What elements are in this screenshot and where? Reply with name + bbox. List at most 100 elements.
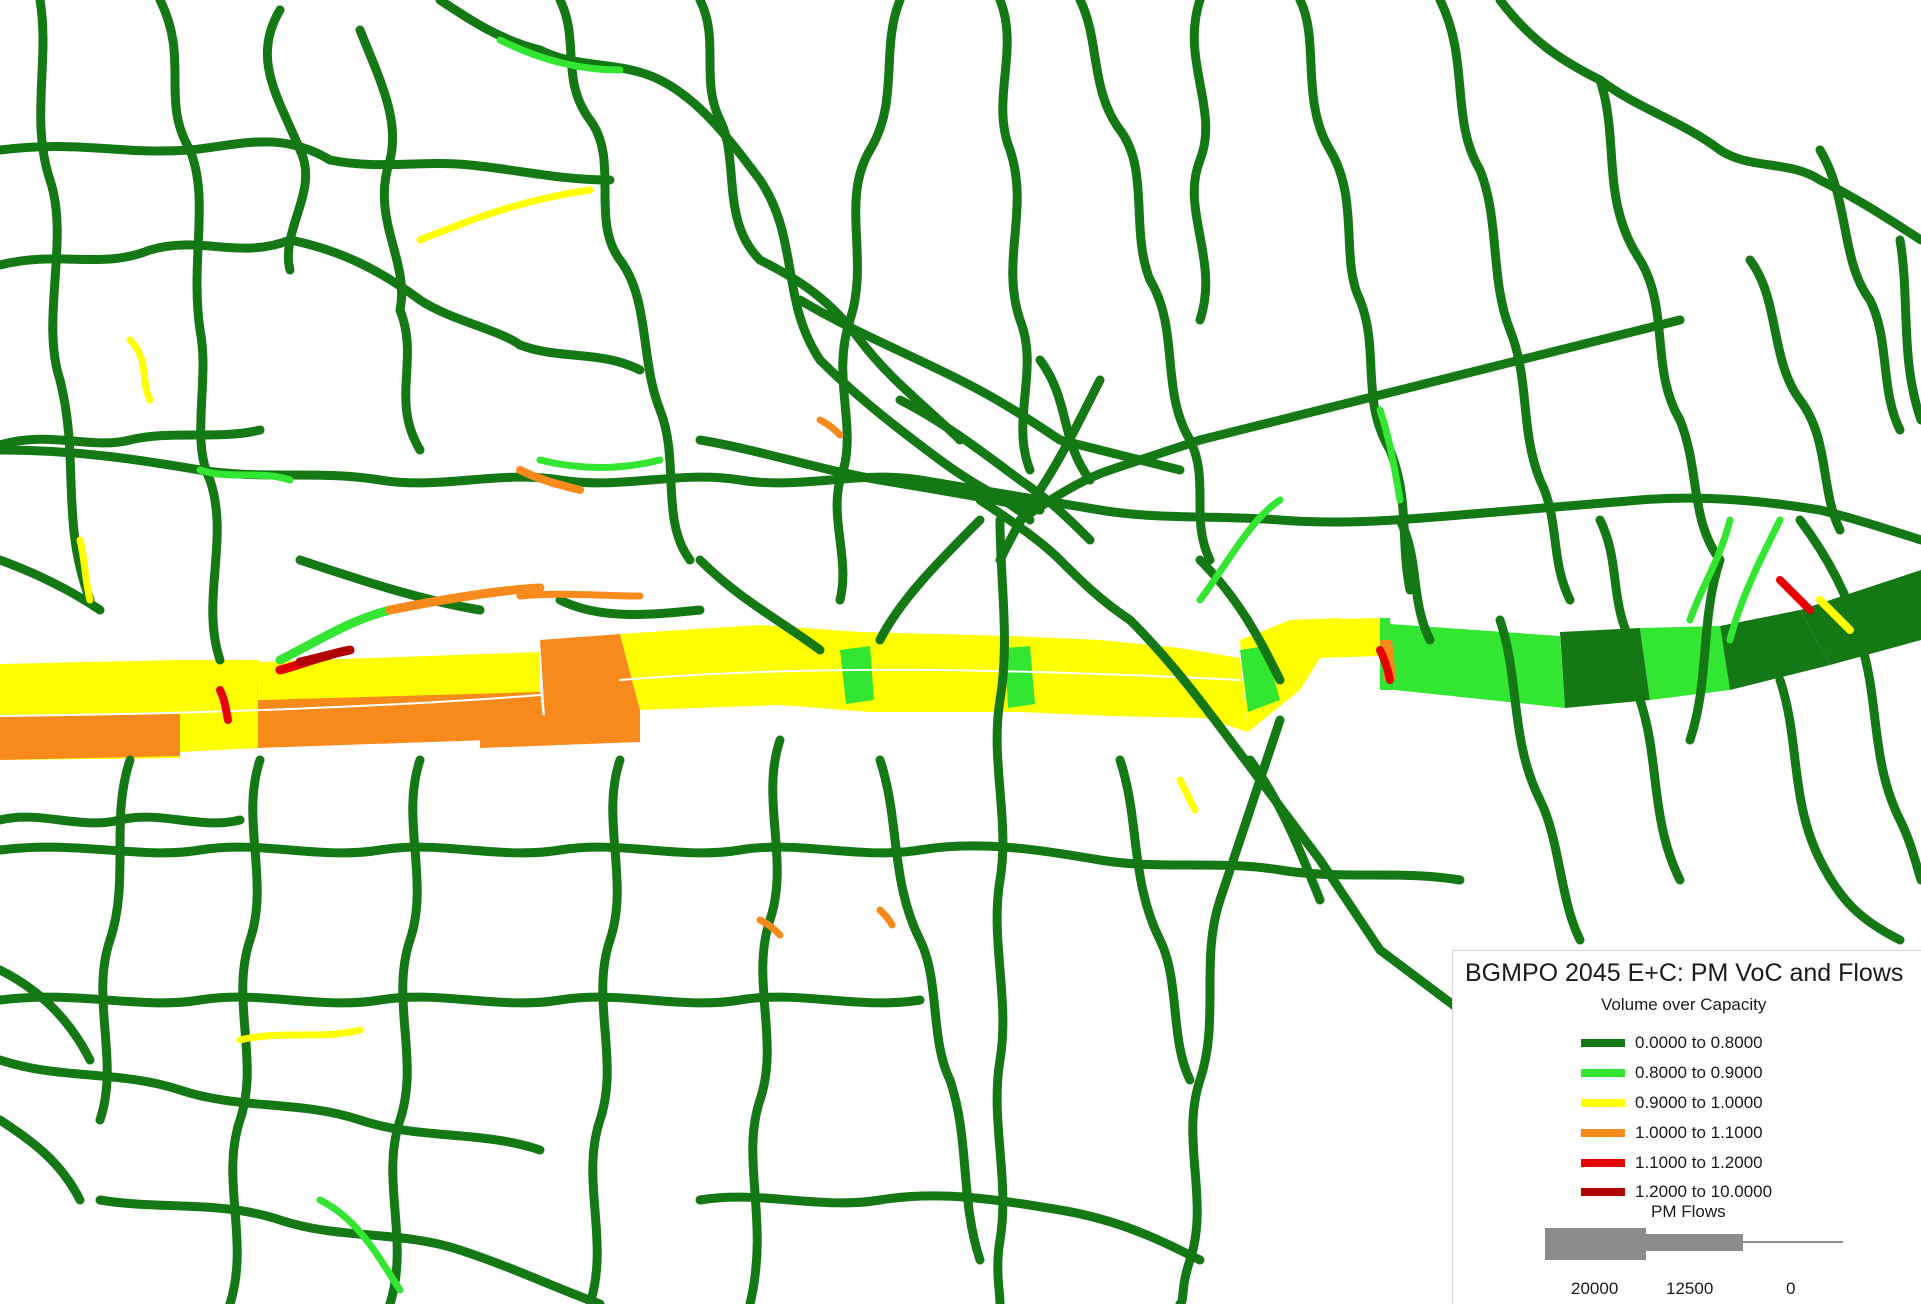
legend-item: 1.2000 to 10.0000 [1581,1180,1772,1204]
road-segment [995,0,1025,325]
road-segment [1495,615,1585,945]
corridor-segment [1180,648,1248,732]
road-segment [0,965,95,1065]
legend-label: 0.8000 to 0.9000 [1635,1063,1763,1082]
road-segment [1815,505,1921,545]
road-segment [992,875,1008,1245]
road-segment [876,906,896,929]
road-segment [875,755,955,1085]
road-segment [1196,496,1284,604]
road-segment [35,0,65,385]
road-segment [1176,776,1199,814]
corridor-segment [1640,626,1730,700]
road-segment [0,1055,185,1095]
road-segment [1295,0,1365,305]
corridor-segment [540,634,640,718]
corridor-segment [258,690,545,748]
road-segment [755,735,785,1105]
road-segment [1795,515,1865,645]
road-segment [1189,0,1211,325]
road-segment [1635,695,1685,885]
road-segment [1055,1205,1205,1265]
road-segment [385,583,545,615]
road-segment [1685,555,1725,745]
map-legend: BGMPO 2045 E+C: PM VoC and Flows Volume … [1452,950,1921,1304]
road-segment [76,536,94,604]
road-segment [945,1075,985,1265]
road-segment [615,255,695,565]
flows-title: PM Flows [1651,1202,1726,1221]
legend-item: 0.0000 to 0.8000 [1581,1031,1763,1055]
road-segment [0,842,385,858]
road-segment [375,472,745,488]
legend-title: BGMPO 2045 E+C: PM VoC and Flows [1465,959,1904,987]
corridor-segment [620,625,780,710]
road-segment [1595,75,1685,425]
road-segment [735,992,925,1008]
road-segment [0,235,295,270]
road-segment [1095,855,1465,885]
corridor-segment [760,625,870,712]
road-segment [1376,646,1394,684]
road-segment [375,992,745,1008]
road-segment [236,1026,364,1044]
corridor-segment [1005,646,1035,708]
road-segment [1125,615,1325,865]
road-segment [295,645,355,667]
road-segment [55,375,95,605]
road-segment [1175,1075,1205,1304]
road-segment [745,1095,765,1304]
road-segment [875,515,985,645]
road-segment [555,595,705,619]
flow-width-bar [1545,1228,1843,1260]
road-segment [1355,295,1415,595]
road-segment [235,755,265,1125]
road-segment [1055,435,1185,475]
road-segment [435,0,665,85]
legend-swatch [1581,1129,1625,1137]
road-segment [795,295,1065,445]
corridor-segment [860,632,1020,712]
road-segment [975,495,1135,625]
corridor-segment [840,646,874,704]
road-segment [585,1115,605,1304]
corridor-segment [1010,636,1110,716]
legend-swatch [1581,1099,1625,1107]
road-segment [0,992,385,1008]
road-segment [536,456,664,471]
road-segment [1776,576,1814,614]
road-segment [1195,715,1285,1085]
road-segment [1686,516,1734,624]
legend-item: 0.8000 to 0.9000 [1581,1061,1763,1085]
corridor-segment [1390,624,1565,708]
road-segment [995,375,1105,565]
road-segment [375,842,745,858]
corridor-segment [1240,646,1280,712]
road-segment [595,755,625,1125]
road-segment [1715,145,1921,245]
corridor-segment [1720,610,1830,690]
flow-tick: 20000 [1571,1279,1619,1298]
road-segment [845,0,905,325]
road-segment [695,0,765,265]
road-segment [1315,345,1565,415]
road-segment [1775,675,1905,945]
road-segment [695,435,1045,515]
flow-width-scale [1545,1228,1843,1260]
road-segment [1675,415,1725,565]
legend-label: 1.2000 to 10.0000 [1635,1182,1773,1201]
road-segment [275,605,395,665]
road-segment [285,235,525,350]
legend-swatch [1581,1069,1625,1077]
legend-label: 1.0000 to 1.1000 [1635,1123,1763,1142]
legend-item: 1.0000 to 1.1000 [1581,1121,1763,1145]
road-segment [1855,635,1921,885]
corridor-segment [0,714,180,760]
road-segment [1195,555,1285,685]
road-segment [1195,405,1325,445]
road-segment [832,315,855,605]
road-segment [1595,515,1635,645]
road-segment [1815,145,1905,435]
